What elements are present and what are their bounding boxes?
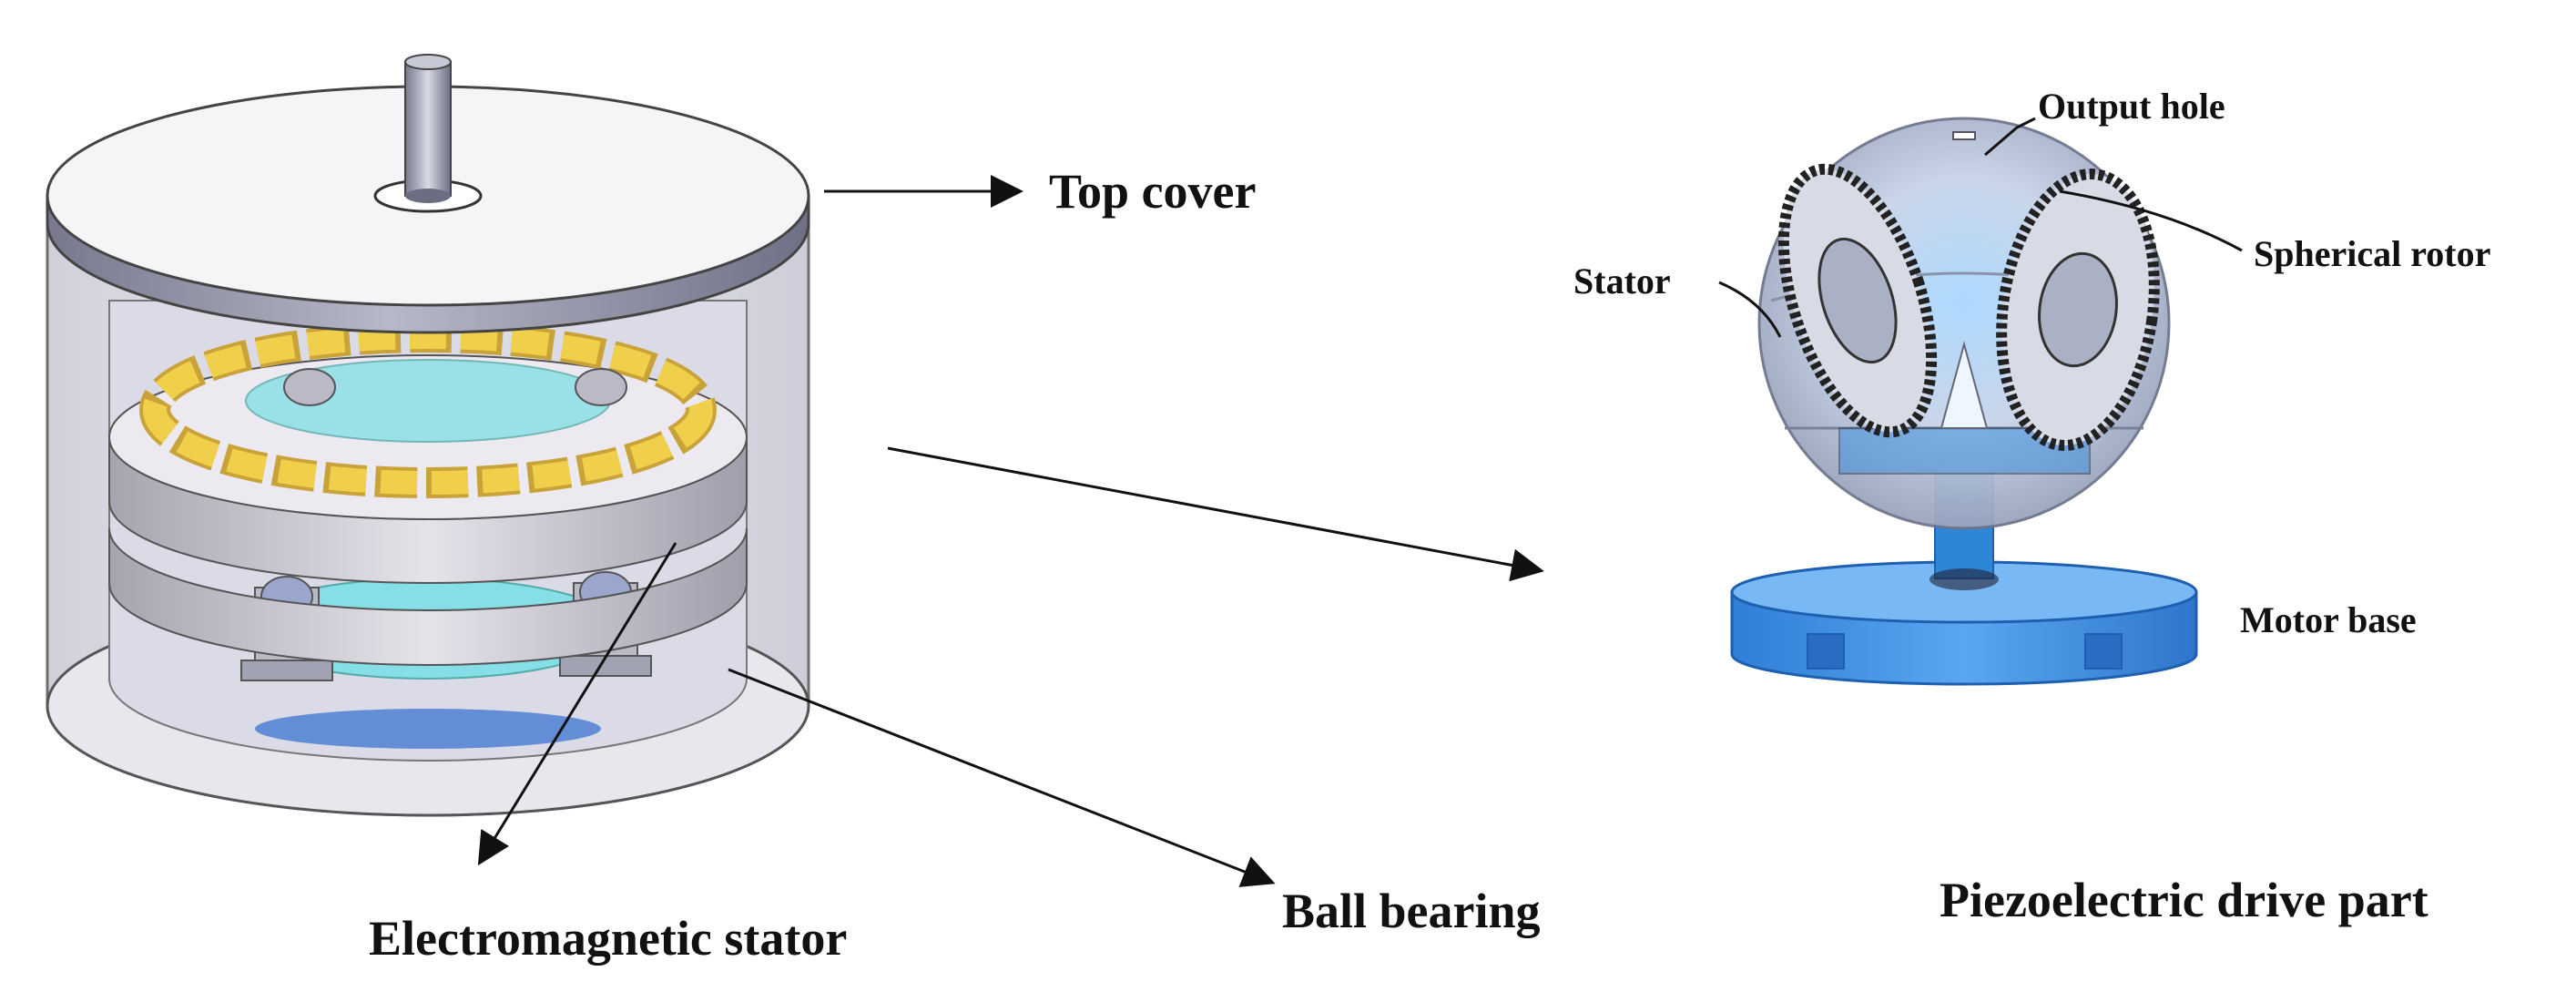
stator-right <box>1996 169 2160 451</box>
leader-electromagnetic-stator <box>477 542 677 866</box>
label-top-cover: Top cover <box>1049 164 1257 219</box>
electromagnetic-coils <box>139 322 717 498</box>
motor-base <box>1730 560 2198 686</box>
electromagnetic-motor-drawing <box>46 54 810 817</box>
label-stator: Stator <box>1573 261 1671 302</box>
stator-left <box>1777 163 1938 438</box>
label-ball-bearing: Ball bearing <box>1282 884 1541 938</box>
label-motor-base: Motor base <box>2240 599 2417 640</box>
leader-output-hole <box>1984 117 2036 157</box>
label-output-hole: Output hole <box>2038 86 2225 127</box>
leader-spherical-rotor <box>2059 189 2243 252</box>
piezoelectric-drive-drawing <box>1730 117 2198 686</box>
bottom-strip <box>255 709 601 749</box>
label-electromagnetic-stator: Electromagnetic stator <box>369 911 847 966</box>
label-piezoelectric-drive-part: Piezoelectric drive part <box>1940 873 2428 927</box>
leader-to-piezo-part <box>887 446 1544 582</box>
output-shaft <box>404 54 452 203</box>
label-spherical-rotor: Spherical rotor <box>2254 233 2490 274</box>
leader-ball-bearing <box>728 668 1276 887</box>
leader-stator <box>1718 281 1782 338</box>
